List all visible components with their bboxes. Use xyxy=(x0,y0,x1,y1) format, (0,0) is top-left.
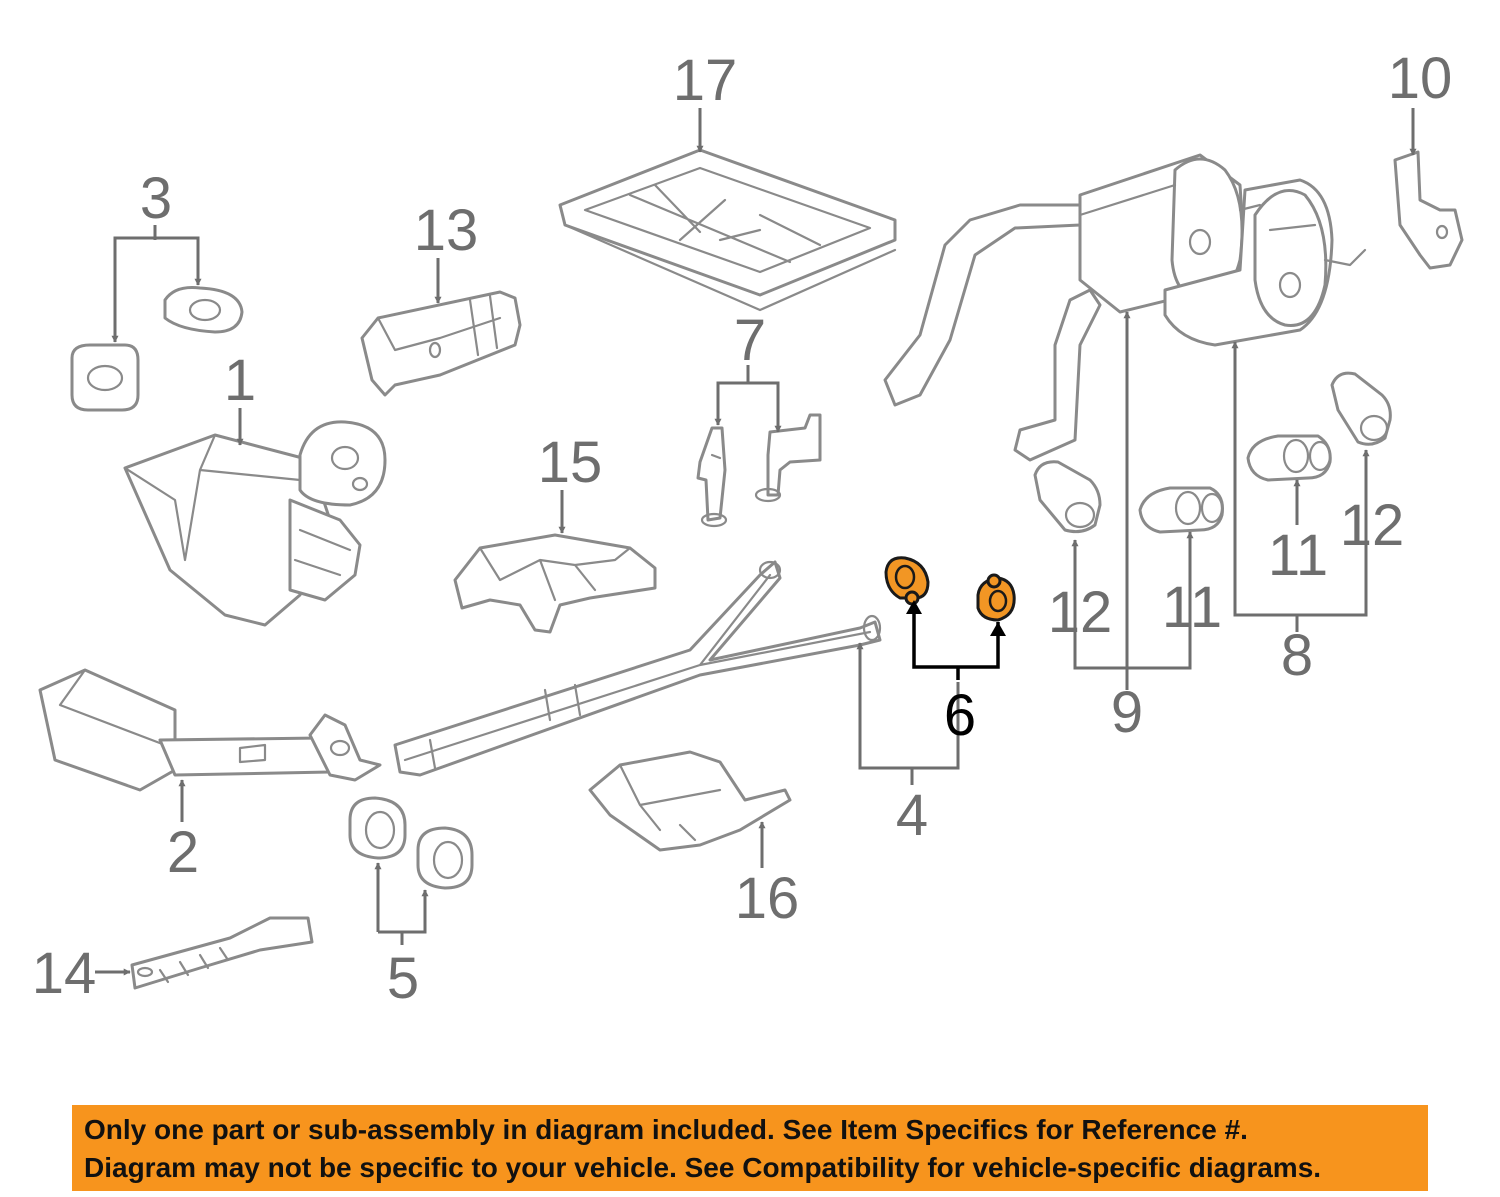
part-14-bracket xyxy=(130,916,314,990)
callout-12-left: 12 xyxy=(1048,580,1113,645)
callout-15: 15 xyxy=(538,430,603,495)
disclaimer-line-2: Diagram may not be specific to your vehi… xyxy=(84,1152,1322,1183)
callout-13: 13 xyxy=(414,198,479,263)
part-3-gaskets xyxy=(70,286,244,412)
disclaimer-line-1: Only one part or sub-assembly in diagram… xyxy=(84,1114,1248,1145)
callout-11-left: 11 xyxy=(1162,575,1222,640)
exhaust-parts-diagram: 17 3 13 1 7 15 2 4 5 16 14 10 9 8 12 11 … xyxy=(32,46,1464,1011)
part-16-heat-shield xyxy=(588,750,792,852)
part-15-heat-shield xyxy=(453,533,657,634)
callout-7: 7 xyxy=(734,308,766,373)
part-13-heat-shield xyxy=(360,290,522,397)
callout-1: 1 xyxy=(224,348,256,413)
part-17-heat-shield xyxy=(558,148,897,312)
callout-12-right: 12 xyxy=(1340,493,1405,558)
disclaimer-banner: Only one part or sub-assembly in diagram… xyxy=(72,1105,1428,1191)
callout-14: 14 xyxy=(32,941,97,1006)
leader-lines-highlighted xyxy=(906,600,1006,680)
part-7-hangers xyxy=(696,413,822,528)
part-2-converter-pipe xyxy=(38,668,382,792)
part-6-insulators-highlighted xyxy=(884,556,1016,622)
leader-lines xyxy=(95,108,1417,976)
callout-16: 16 xyxy=(735,866,800,931)
callout-8: 8 xyxy=(1281,623,1313,688)
callout-11-right: 11 xyxy=(1268,523,1328,588)
part-8-muffler xyxy=(1163,178,1367,347)
callout-9: 9 xyxy=(1111,680,1143,745)
callout-4: 4 xyxy=(896,783,928,848)
part-5-insulators xyxy=(348,796,474,890)
part-1-catalytic-converter xyxy=(123,420,387,627)
callout-3: 3 xyxy=(140,166,172,231)
callout-numbers: 17 3 13 1 7 15 2 4 5 16 14 10 9 8 12 11 … xyxy=(32,46,1453,1011)
part-4-y-pipe xyxy=(393,560,882,777)
callout-5: 5 xyxy=(387,946,419,1011)
part-12-tip-left xyxy=(1033,460,1102,534)
callout-2: 2 xyxy=(167,820,199,885)
part-12-tip-right xyxy=(1330,371,1392,446)
callout-17: 17 xyxy=(673,48,738,113)
part-10-hanger xyxy=(1393,150,1464,270)
callout-10: 10 xyxy=(1388,46,1453,111)
part-11-tip-right xyxy=(1246,434,1332,482)
part-11-tip-left xyxy=(1138,486,1224,534)
part-9-muffler xyxy=(883,153,1247,462)
callout-6-highlighted: 6 xyxy=(944,683,976,748)
